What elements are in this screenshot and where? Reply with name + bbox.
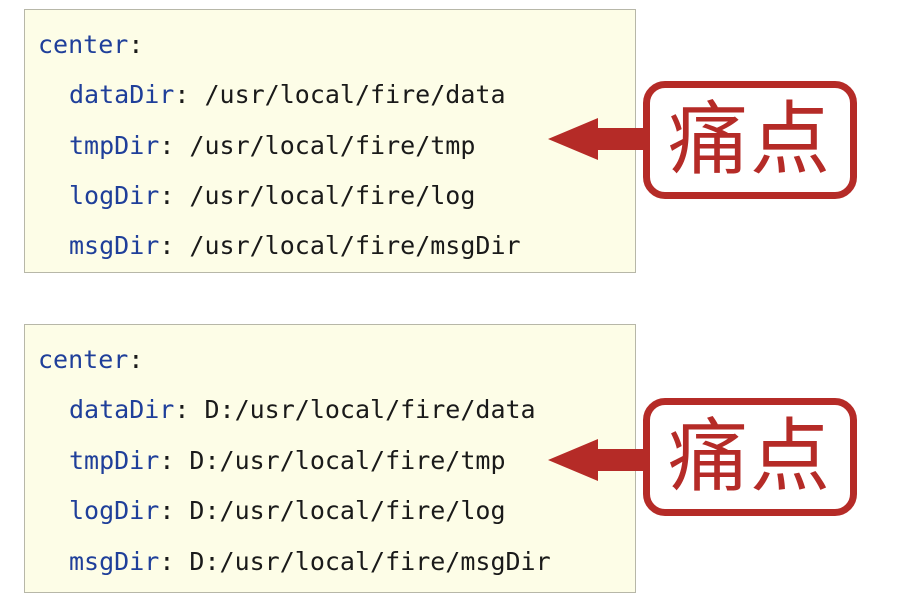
left-arrow-icon — [548, 439, 648, 481]
config-value: D:/usr/local/fire/data — [204, 395, 536, 424]
config-value: D:/usr/local/fire/msgDir — [189, 547, 551, 576]
config-value: /usr/local/fire/data — [204, 80, 506, 109]
config-key: logDir — [69, 496, 160, 525]
pain-point-callout-2: 痛点 — [548, 395, 868, 525]
root-key: center — [38, 30, 129, 59]
root-key-line: center: — [38, 30, 144, 59]
config-line-tmpdir: tmpDir: /usr/local/fire/tmp — [69, 131, 476, 160]
config-key: logDir — [69, 181, 160, 210]
config-line-logdir: logDir: D:/usr/local/fire/log — [69, 496, 506, 525]
config-key: msgDir — [69, 547, 160, 576]
pain-point-badge: 痛点 — [643, 81, 857, 199]
config-block-2: center: dataDir: D:/usr/local/fire/data … — [24, 324, 636, 593]
pain-point-callout-1: 痛点 — [548, 78, 868, 208]
config-key: msgDir — [69, 231, 160, 260]
pain-point-badge: 痛点 — [643, 398, 857, 516]
config-block-1: center: dataDir: /usr/local/fire/data tm… — [24, 9, 636, 273]
root-key-line: center: — [38, 345, 144, 374]
config-value: /usr/local/fire/log — [189, 181, 476, 210]
config-value: /usr/local/fire/msgDir — [189, 231, 521, 260]
config-line-tmpdir: tmpDir: D:/usr/local/fire/tmp — [69, 446, 506, 475]
pain-point-label: 痛点 — [668, 93, 832, 186]
config-key: dataDir — [69, 80, 175, 109]
config-key: dataDir — [69, 395, 175, 424]
config-key: tmpDir — [69, 446, 160, 475]
config-line-msgdir: msgDir: D:/usr/local/fire/msgDir — [69, 547, 551, 576]
config-line-logdir: logDir: /usr/local/fire/log — [69, 181, 476, 210]
config-line-msgdir: msgDir: /usr/local/fire/msgDir — [69, 231, 521, 260]
config-value: D:/usr/local/fire/log — [189, 496, 506, 525]
config-key: tmpDir — [69, 131, 160, 160]
config-value: /usr/local/fire/tmp — [189, 131, 476, 160]
config-line-datadir: dataDir: D:/usr/local/fire/data — [69, 395, 536, 424]
left-arrow-icon — [548, 118, 648, 160]
root-key: center — [38, 345, 129, 374]
config-value: D:/usr/local/fire/tmp — [189, 446, 506, 475]
pain-point-label: 痛点 — [668, 410, 832, 503]
config-line-datadir: dataDir: /usr/local/fire/data — [69, 80, 506, 109]
